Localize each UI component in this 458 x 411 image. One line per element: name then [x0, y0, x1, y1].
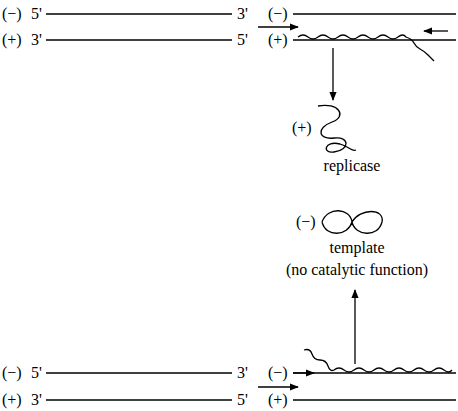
minus-strand — [293, 372, 456, 373]
molecule-name: replicase — [324, 157, 381, 175]
synthesis-arrow — [424, 30, 448, 31]
strand-end: 3' — [31, 31, 42, 49]
strand-polarity: (−) — [296, 213, 316, 231]
nascent-strand — [304, 350, 452, 373]
release-arrow — [354, 290, 355, 364]
molecule-note: (no catalytic function) — [286, 261, 428, 279]
minus-strand — [293, 13, 456, 14]
strand-polarity: (+) — [2, 391, 22, 409]
step-arrow — [258, 26, 298, 27]
strand-end: 5' — [237, 391, 248, 409]
plus-strand — [46, 399, 232, 400]
plus-strand — [46, 39, 232, 40]
molecule-name: template — [329, 239, 384, 257]
strand-polarity: (−) — [2, 364, 22, 382]
strand-polarity: (−) — [268, 364, 288, 382]
step-arrow — [258, 386, 298, 387]
release-arrow — [332, 48, 333, 100]
strand-end: 5' — [31, 5, 42, 23]
strand-polarity: (+) — [2, 31, 22, 49]
minus-strand — [46, 13, 232, 14]
strand-polarity: (+) — [268, 31, 288, 49]
strand-end: 3' — [237, 5, 248, 23]
minus-strand — [46, 372, 232, 373]
strand-end: 3' — [31, 391, 42, 409]
plus-strand — [293, 399, 456, 400]
template-coil — [322, 211, 382, 234]
nascent-strand — [298, 35, 434, 61]
strand-end: 5' — [31, 364, 42, 382]
strand-end: 5' — [237, 31, 248, 49]
synthesis-arrow — [293, 372, 314, 373]
plus-strand — [293, 39, 456, 40]
strand-polarity: (−) — [268, 5, 288, 23]
strand-end: 3' — [237, 364, 248, 382]
strand-polarity: (+) — [292, 119, 312, 137]
strand-polarity: (+) — [268, 391, 288, 409]
strand-polarity: (−) — [2, 5, 22, 23]
replicase-coil — [318, 105, 356, 152]
